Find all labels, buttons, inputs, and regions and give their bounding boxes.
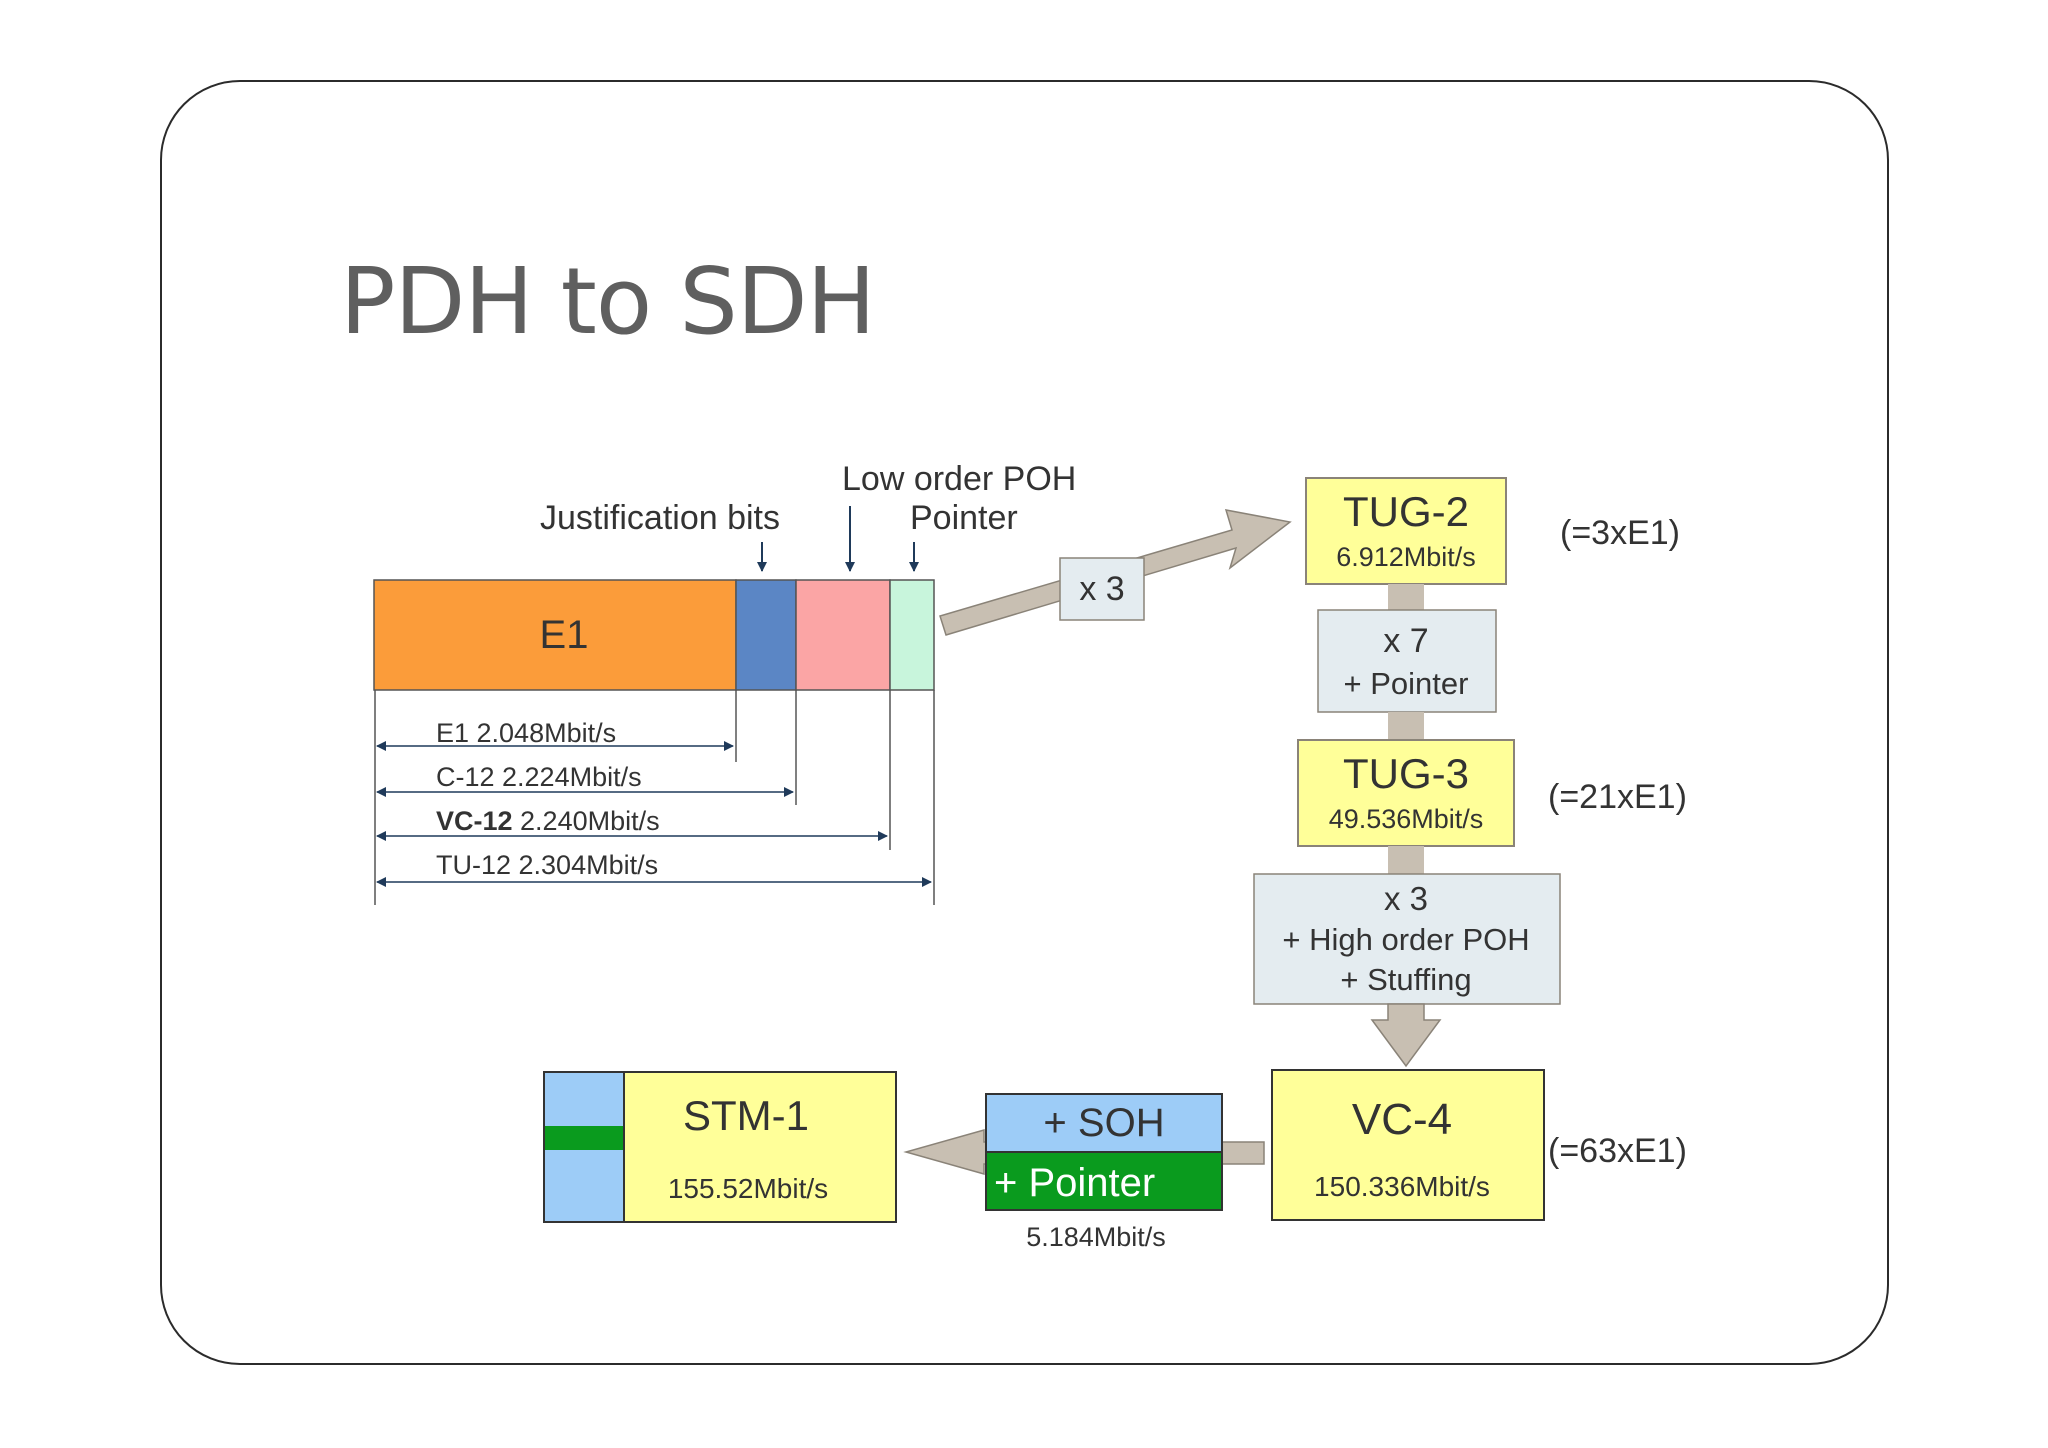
vc12-rate: 2.240Mbit/s: [513, 806, 660, 836]
soh-pointer-label: + Pointer: [994, 1161, 1155, 1205]
e1-rate-label: E1 2.048Mbit/s: [436, 718, 616, 748]
high-order-poh-label: + High order POH: [1282, 922, 1529, 957]
justification-bits-label: Justification bits: [540, 499, 780, 537]
tug2-note: (=3xE1): [1560, 514, 1680, 552]
low-order-poh-block: [795, 579, 891, 691]
tug3-note: (=21xE1): [1548, 778, 1687, 816]
vc12-name: VC-12: [436, 806, 513, 836]
x3-second-label: x 3: [1384, 880, 1428, 917]
stm1-pointer-stripe: [545, 1126, 623, 1150]
low-order-poh-label: Low order POH: [842, 460, 1076, 498]
pointer-label: Pointer: [910, 499, 1018, 537]
down-arrow-to-vc4: [1370, 1003, 1442, 1068]
stm1-rate: 155.52Mbit/s: [668, 1173, 828, 1204]
e1-block-label: E1: [540, 613, 589, 657]
x7-pointer-label: + Pointer: [1344, 666, 1469, 701]
vc4-box: [1271, 1069, 1545, 1221]
x3-first-box: [1059, 557, 1145, 621]
x3-first-label: x 3: [1079, 570, 1124, 608]
vc12-rate-label: VC-12 2.240Mbit/s: [436, 806, 660, 836]
soh-box: [985, 1093, 1223, 1153]
page-title: PDH to SDH: [340, 248, 876, 355]
c12-rate-label: C-12 2.224Mbit/s: [436, 762, 642, 792]
tug3-name: TUG-3: [1343, 750, 1469, 797]
pointer-block: [889, 579, 935, 691]
connector-x7-tug3: [1388, 712, 1424, 740]
tug2-name: TUG-2: [1343, 488, 1469, 535]
stm1-name: STM-1: [683, 1092, 809, 1139]
stuffing-label: + Stuffing: [1340, 962, 1471, 997]
x7-pointer-box: [1317, 609, 1497, 713]
soh-rate: 5.184Mbit/s: [1026, 1222, 1166, 1252]
soh-label: + SOH: [1043, 1101, 1164, 1145]
vc4-name: VC-4: [1352, 1095, 1452, 1144]
soh-pointer-box: [985, 1151, 1223, 1211]
justification-bits-block: [735, 579, 797, 691]
x7-label: x 7: [1383, 622, 1428, 660]
connector-tug2-x7: [1388, 584, 1424, 610]
vc4-note: (=63xE1): [1548, 1132, 1687, 1170]
tug2-rate: 6.912Mbit/s: [1336, 542, 1476, 572]
vc4-rate: 150.336Mbit/s: [1314, 1171, 1490, 1202]
x3-high-order-poh-box: [1253, 873, 1561, 1005]
tug2-box: [1305, 477, 1507, 585]
connector-tug3-x3: [1388, 846, 1424, 874]
tug3-rate: 49.536Mbit/s: [1329, 804, 1484, 834]
tu12-rate-label: TU-12 2.304Mbit/s: [436, 850, 658, 880]
tug3-box: [1297, 739, 1515, 847]
stm1-payload-box: [623, 1071, 897, 1223]
